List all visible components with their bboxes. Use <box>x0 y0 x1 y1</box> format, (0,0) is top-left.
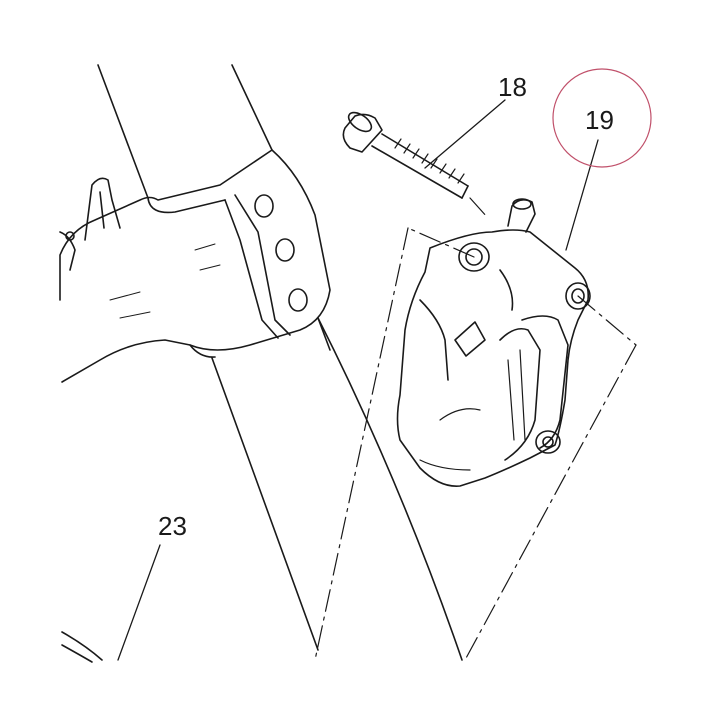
callout-label-fork-leg: 23 <box>158 511 187 541</box>
highlight-circle <box>552 68 652 168</box>
callout-label-bolt: 18 <box>498 72 527 102</box>
alignment-lines <box>314 197 637 661</box>
leader-lines <box>117 99 599 661</box>
bolt <box>342 111 469 199</box>
brake-caliper <box>396 198 591 487</box>
fork-leg <box>59 64 463 663</box>
callout-label-caliper: 19 <box>585 105 614 135</box>
